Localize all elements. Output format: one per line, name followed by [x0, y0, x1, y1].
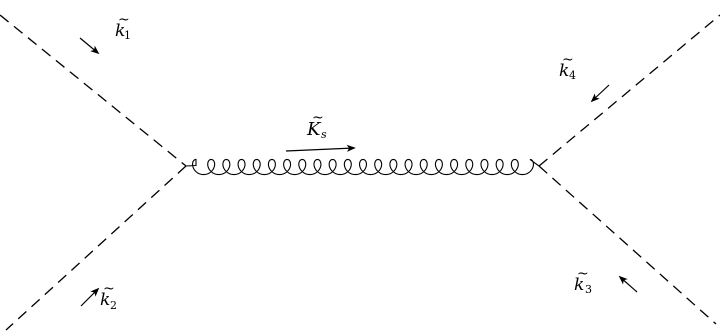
- momentum-arrow-k1: [79, 37, 100, 55]
- gluon-propagator: [185, 158, 540, 176]
- momentum-arrow-k2: [80, 287, 100, 307]
- svg-text:~: ~: [577, 266, 589, 282]
- label-k4: ~ k 4: [559, 52, 576, 82]
- momentum-arrow-k3: [618, 275, 638, 293]
- svg-text:K: K: [306, 119, 322, 140]
- external-line-k2: [5, 165, 187, 331]
- svg-text:k: k: [115, 21, 125, 41]
- svg-text:~: ~: [312, 110, 324, 126]
- svg-text:s: s: [321, 128, 327, 141]
- external-line-k1: [0, 14, 187, 167]
- external-line-k3: [538, 165, 717, 325]
- svg-text:k: k: [559, 61, 569, 81]
- svg-text:4: 4: [569, 69, 576, 82]
- svg-text:k: k: [100, 290, 110, 310]
- svg-text:~: ~: [103, 281, 115, 297]
- svg-text:k: k: [574, 275, 584, 295]
- label-Ks: ~ K s: [306, 110, 327, 141]
- svg-text:1: 1: [124, 29, 131, 42]
- label-k2: ~ k 2: [100, 281, 117, 312]
- label-k3: ~ k 3: [574, 266, 592, 296]
- momentum-arrow-k4: [590, 84, 610, 103]
- svg-text:~: ~: [562, 52, 574, 68]
- momentum-arrow-Ks: [285, 144, 356, 152]
- svg-text:2: 2: [110, 299, 117, 312]
- svg-text:~: ~: [118, 12, 130, 28]
- external-line-k4: [538, 14, 720, 167]
- label-k1: ~ k 1: [115, 12, 131, 42]
- svg-text:3: 3: [585, 283, 592, 296]
